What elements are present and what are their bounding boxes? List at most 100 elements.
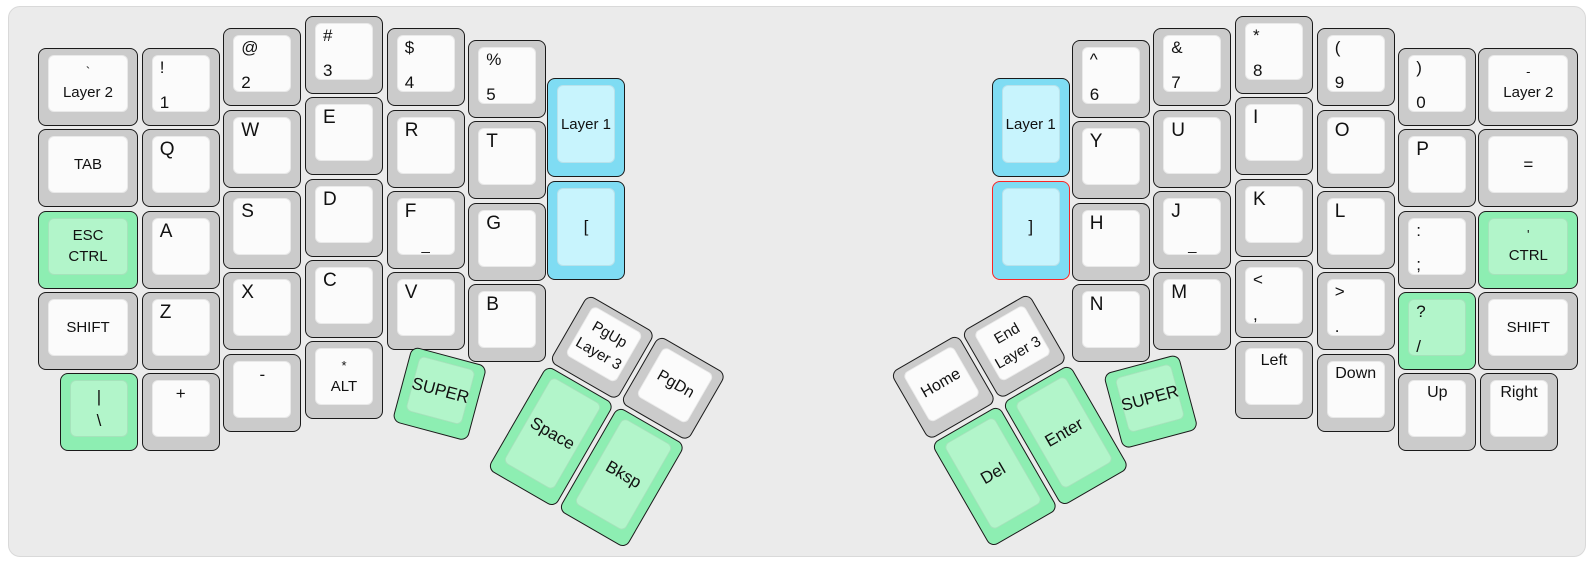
key-n[interactable]: N	[1071, 284, 1150, 362]
key-percent-5[interactable]: %5	[468, 40, 547, 118]
key-label: C	[323, 270, 337, 291]
key-pipe-backslash[interactable]: |\	[60, 373, 138, 452]
homing-bar: _	[1188, 236, 1197, 254]
key-hash-3[interactable]: #3	[305, 16, 383, 94]
keycap-top	[396, 198, 455, 255]
key-e[interactable]: E	[305, 97, 383, 176]
key-label: O	[1334, 119, 1350, 141]
keycap-top	[151, 55, 210, 112]
key-g[interactable]: G	[468, 202, 547, 281]
key-label: PgDn	[653, 367, 697, 402]
key-u[interactable]: U	[1153, 109, 1232, 188]
key-w[interactable]: W	[223, 109, 302, 188]
key-rparen-0[interactable]: )0	[1398, 48, 1477, 126]
keycap-top	[315, 104, 373, 162]
keycap-top	[233, 35, 292, 93]
key-lessthan-comma[interactable]: <,	[1235, 260, 1313, 338]
key-question-slash[interactable]: ?/	[1398, 292, 1477, 370]
key-q[interactable]: Q	[141, 129, 220, 208]
key-y[interactable]: Y	[1071, 121, 1150, 200]
key-f[interactable]: F_	[386, 191, 465, 269]
key-x[interactable]: X	[223, 272, 302, 351]
key-label: TAB	[73, 156, 103, 174]
key-exclam-1[interactable]: !1	[141, 48, 220, 126]
key-d[interactable]: D	[305, 178, 383, 257]
keycap-top	[478, 209, 537, 267]
key-tab[interactable]: TAB	[38, 129, 138, 208]
key-right-arrow[interactable]: Right	[1480, 373, 1558, 452]
key-j[interactable]: J_	[1153, 191, 1232, 269]
key-label: #3	[323, 26, 333, 80]
key-label: SHIFT	[1506, 318, 1550, 336]
key-equals[interactable]: =	[1478, 129, 1579, 208]
key-label: Up	[1427, 384, 1448, 402]
key-i[interactable]: I	[1235, 97, 1313, 176]
key-right-bracket[interactable]: ]	[991, 180, 1070, 280]
key-label: N	[1089, 294, 1104, 315]
key-left-bracket[interactable]: [	[547, 180, 625, 280]
key-l[interactable]: L	[1316, 191, 1395, 269]
key-super-right[interactable]: SUPER	[1103, 353, 1199, 449]
key-k[interactable]: K	[1235, 178, 1313, 257]
key-at-2[interactable]: @2	[223, 28, 302, 107]
key-minus[interactable]: -	[223, 353, 302, 432]
key-layer1-right[interactable]: Layer 1	[991, 78, 1070, 178]
keycap-top	[1081, 209, 1140, 267]
keycap-top	[233, 116, 292, 174]
key-v[interactable]: V	[386, 272, 465, 351]
key-label: P	[1416, 139, 1429, 161]
key-label: SUPER	[409, 373, 472, 407]
keycap-top	[1488, 136, 1569, 194]
keycap-top	[1245, 23, 1303, 80]
key-label: Home	[918, 365, 965, 402]
key-o[interactable]: O	[1316, 109, 1395, 188]
key-asterisk-alt[interactable]: *ALT	[305, 341, 383, 420]
key-quote-ctrl[interactable]: 'CTRL	[1478, 210, 1579, 289]
key-plus[interactable]: +	[141, 373, 220, 452]
key-label: *8	[1253, 26, 1263, 80]
keycap-top	[1408, 299, 1467, 356]
key-amp-7[interactable]: &7	[1153, 28, 1232, 107]
key-up-arrow[interactable]: Up	[1398, 373, 1477, 452]
keycap-top	[1326, 279, 1385, 337]
keycap-top	[1488, 299, 1569, 356]
key-minus-layer2[interactable]: -Layer 2	[1478, 48, 1579, 126]
key-lparen-9[interactable]: (9	[1316, 28, 1395, 107]
key-p[interactable]: P	[1398, 129, 1477, 208]
keycap-top	[1326, 360, 1385, 418]
key-s[interactable]: S	[223, 191, 302, 269]
key-dollar-4[interactable]: $4	[386, 28, 465, 107]
key-shift-left[interactable]: SHIFT	[38, 292, 138, 370]
key-asterisk-8[interactable]: *8	[1235, 16, 1313, 94]
key-grave-layer2[interactable]: `Layer 2	[38, 48, 138, 126]
key-r[interactable]: R	[386, 109, 465, 188]
keycap-top	[315, 185, 373, 243]
key-down-arrow[interactable]: Down	[1316, 353, 1395, 432]
key-left-arrow[interactable]: Left	[1235, 341, 1313, 420]
key-greaterthan-period[interactable]: >.	[1316, 272, 1395, 351]
key-label: I	[1253, 107, 1259, 129]
key-label: `Layer 2	[62, 64, 114, 102]
key-h[interactable]: H	[1071, 202, 1150, 281]
key-label: V	[404, 282, 418, 304]
key-c[interactable]: C	[305, 260, 383, 338]
keycap-top	[1081, 291, 1140, 348]
key-layer1-left[interactable]: Layer 1	[547, 78, 625, 178]
key-colon-semicolon[interactable]: :;	[1398, 210, 1477, 289]
key-label: =	[1523, 155, 1534, 175]
key-label: X	[241, 282, 254, 304]
key-label: |\	[96, 387, 102, 430]
key-label: SUPER	[1119, 380, 1181, 415]
key-label: H	[1089, 212, 1104, 234]
key-m[interactable]: M	[1153, 272, 1232, 351]
key-b[interactable]: B	[468, 284, 547, 362]
key-a[interactable]: A	[141, 210, 220, 289]
key-shift-right[interactable]: SHIFT	[1478, 292, 1579, 370]
key-t[interactable]: T	[468, 121, 547, 200]
keycap-top	[315, 348, 373, 406]
keycap-top	[557, 187, 615, 266]
key-caret-6[interactable]: ^6	[1071, 40, 1150, 118]
key-z[interactable]: Z	[141, 292, 220, 370]
